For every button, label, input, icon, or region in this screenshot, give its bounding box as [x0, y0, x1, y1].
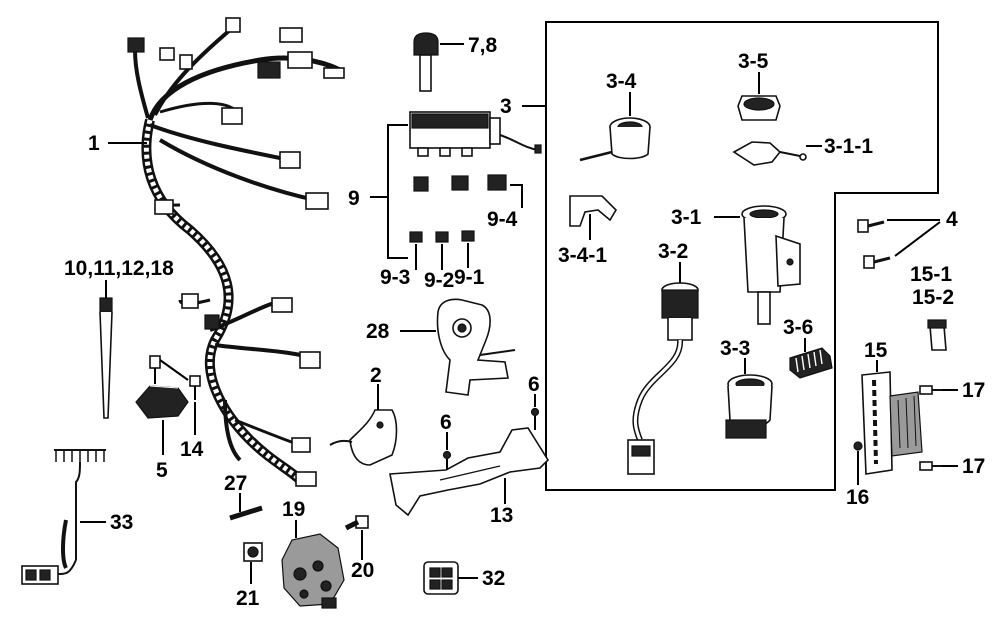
screw-6-right	[530, 407, 540, 430]
label-6-right: 6	[528, 373, 540, 396]
connector-32	[423, 561, 459, 595]
label-20: 20	[351, 559, 374, 582]
bracket-2	[329, 409, 398, 466]
screw-17-bottom	[919, 461, 942, 471]
label-3-4: 3-4	[606, 70, 637, 93]
shutter-plate-3-1-1	[732, 141, 807, 166]
label-3-1: 3-1	[671, 206, 702, 229]
cap-3-5	[737, 95, 781, 121]
grommet-21	[243, 542, 263, 562]
label-9-2: 9-2	[424, 269, 454, 292]
relays-9-4	[413, 174, 507, 192]
lock-cylinder-3-4	[579, 117, 651, 162]
label-3-5: 3-5	[738, 50, 769, 73]
seat-lock-3-3	[725, 374, 773, 439]
label-4: 4	[946, 208, 958, 231]
switch-assembly-19	[281, 533, 345, 609]
label-3-1-1: 3-1-1	[824, 135, 873, 158]
label-3-3: 3-3	[720, 337, 750, 360]
label-17-bottom: 17	[962, 455, 985, 478]
label-2: 2	[370, 364, 382, 387]
main-wiring-harness	[127, 17, 345, 487]
wiring-lead-33	[21, 449, 106, 585]
label-13: 13	[490, 504, 513, 527]
label-15-2: 15-2	[912, 286, 954, 309]
sensor-5	[135, 355, 201, 419]
bracket-28	[436, 298, 516, 396]
label-32: 32	[482, 567, 505, 590]
switch-wire-3-2	[627, 282, 699, 475]
label-27: 27	[224, 472, 247, 495]
pin-27	[229, 505, 263, 521]
label-14: 14	[180, 438, 204, 461]
label-9: 9	[348, 187, 360, 210]
label-5: 5	[156, 459, 168, 482]
clip-15-1-2	[929, 325, 947, 351]
label-21: 21	[236, 587, 260, 610]
leader-4-b	[894, 221, 941, 257]
label-9-4: 9-4	[487, 208, 518, 231]
leader-9-4	[510, 184, 523, 208]
label-10-11-12-18: 10,11,12,18	[64, 257, 174, 280]
label-33: 33	[110, 511, 133, 534]
screw-17-top	[919, 385, 942, 395]
label-3-4-1: 3-4-1	[558, 244, 607, 267]
panel-15	[861, 371, 923, 475]
label-7-8: 7,8	[468, 34, 498, 57]
label-3-2: 3-2	[658, 240, 688, 263]
bolt-20	[344, 515, 369, 531]
label-15: 15	[864, 339, 888, 362]
label-19: 19	[282, 498, 305, 521]
label-16: 16	[846, 486, 869, 509]
tray-13	[389, 427, 550, 517]
nut-16	[853, 441, 863, 451]
label-9-3: 9-3	[380, 266, 410, 289]
spring-3-6	[789, 347, 833, 379]
group-3-frame	[545, 21, 939, 491]
label-9-1: 9-1	[454, 266, 485, 289]
relay-box	[409, 111, 542, 157]
label-28: 28	[366, 320, 390, 343]
clip-3-4-1	[569, 195, 618, 227]
label-6-left: 6	[440, 411, 452, 434]
bracket-9	[387, 124, 408, 259]
label-17-top: 17	[962, 379, 985, 402]
bolts-4	[857, 219, 891, 269]
cable-tie	[99, 297, 113, 419]
main-switch-3-1	[741, 205, 801, 325]
label-1: 1	[88, 132, 100, 155]
label-3-6: 3-6	[783, 316, 813, 339]
leader-14	[159, 359, 196, 435]
ignition-key	[413, 32, 439, 92]
screw-6-left	[442, 450, 452, 470]
label-3: 3	[500, 95, 512, 118]
fuses-9-1-2-3	[409, 230, 475, 243]
label-15-1: 15-1	[910, 263, 952, 286]
